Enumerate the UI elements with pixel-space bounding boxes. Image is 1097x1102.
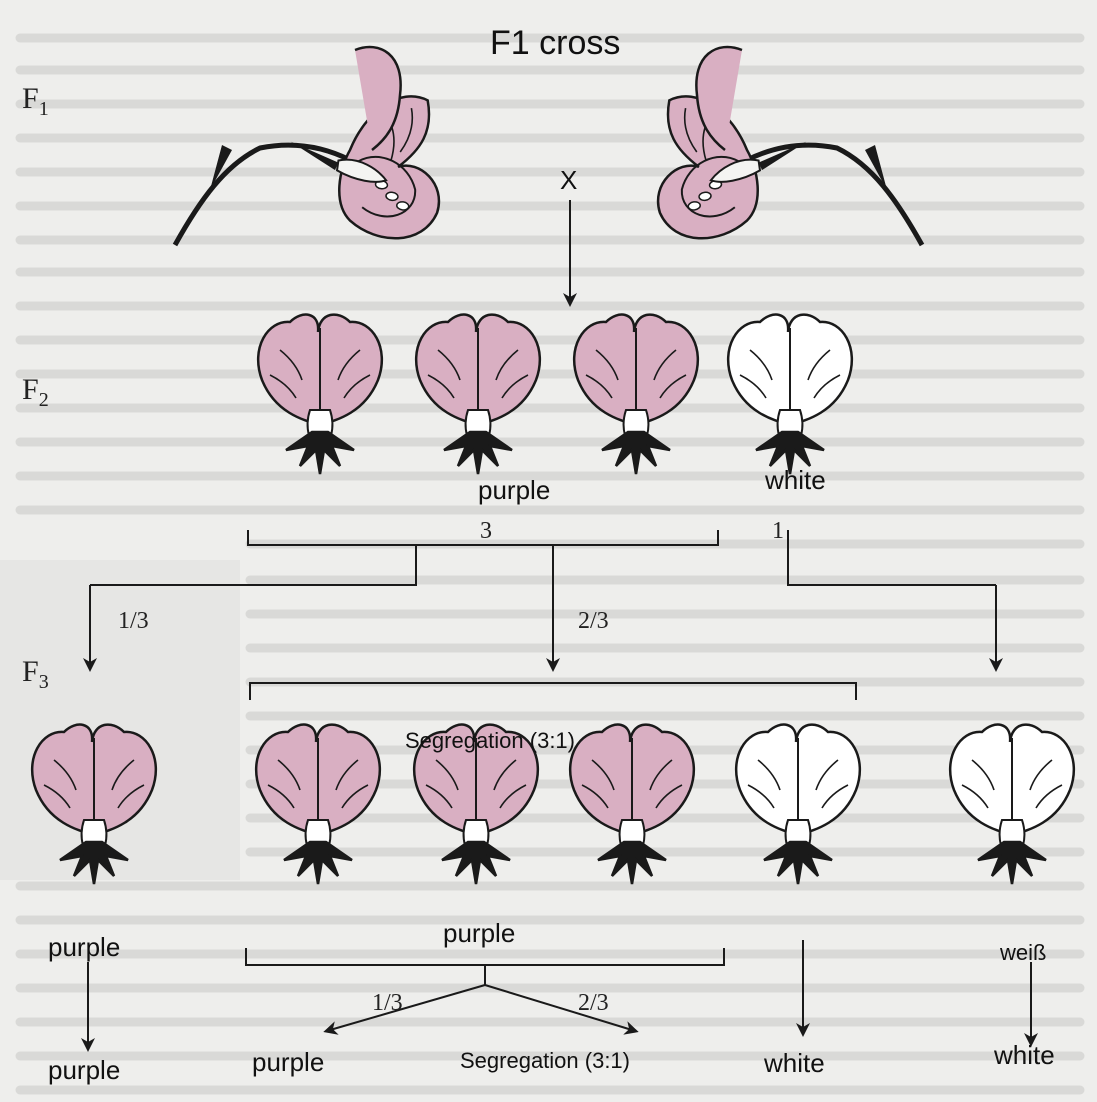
f2-purple-label: purple <box>478 475 550 506</box>
f2-ratio-bracket <box>90 530 996 665</box>
bottom-purple-left-label: purple <box>48 1055 120 1086</box>
ratio-three: 3 <box>480 518 492 545</box>
f3-descent-arrows <box>88 940 1031 1045</box>
f3-purple-left-label: purple <box>48 932 120 963</box>
bottom-white-mid-label: white <box>764 1048 825 1079</box>
generation-f2-label: F2 <box>22 373 49 412</box>
f2-flower-purple-1 <box>258 315 382 474</box>
generation-f1-label: F1 <box>22 82 49 121</box>
f1-parent-left <box>175 47 453 245</box>
f3-flower-purple-1 <box>256 725 380 884</box>
f3-flower-white-mid <box>736 725 860 884</box>
f1-parent-right <box>644 47 922 245</box>
ratio-two-thirds: 2/3 <box>578 608 609 635</box>
bottom-ratio-one-third: 1/3 <box>372 990 403 1017</box>
f2-white-label: white <box>765 465 826 496</box>
bottom-ratio-two-thirds: 2/3 <box>578 990 609 1017</box>
cross-symbol: X <box>560 165 577 196</box>
f3-purple-mid-label: purple <box>443 918 515 949</box>
ratio-one-third: 1/3 <box>118 608 149 635</box>
f3-segregation-bracket <box>250 683 856 700</box>
f2-flower-purple-3 <box>574 315 698 474</box>
ratio-one: 1 <box>772 518 784 545</box>
bottom-white-right-label: white <box>994 1040 1055 1071</box>
segregation-bottom-label: Segregation (3:1) <box>460 1048 630 1074</box>
f3-flower-purple-left <box>32 725 156 884</box>
diagram-title: F1 cross <box>490 24 620 63</box>
f3-flower-white-right <box>950 725 1074 884</box>
bottom-purple-mid-label: purple <box>252 1047 324 1078</box>
f2-flower-white <box>728 315 852 474</box>
f3-flower-purple-3 <box>570 725 694 884</box>
f2-flower-purple-2 <box>416 315 540 474</box>
generation-f3-label: F3 <box>22 655 49 694</box>
f3-weiss-label: weiß <box>1000 940 1046 966</box>
segregation-top-label: Segregation (3:1) <box>405 728 575 754</box>
